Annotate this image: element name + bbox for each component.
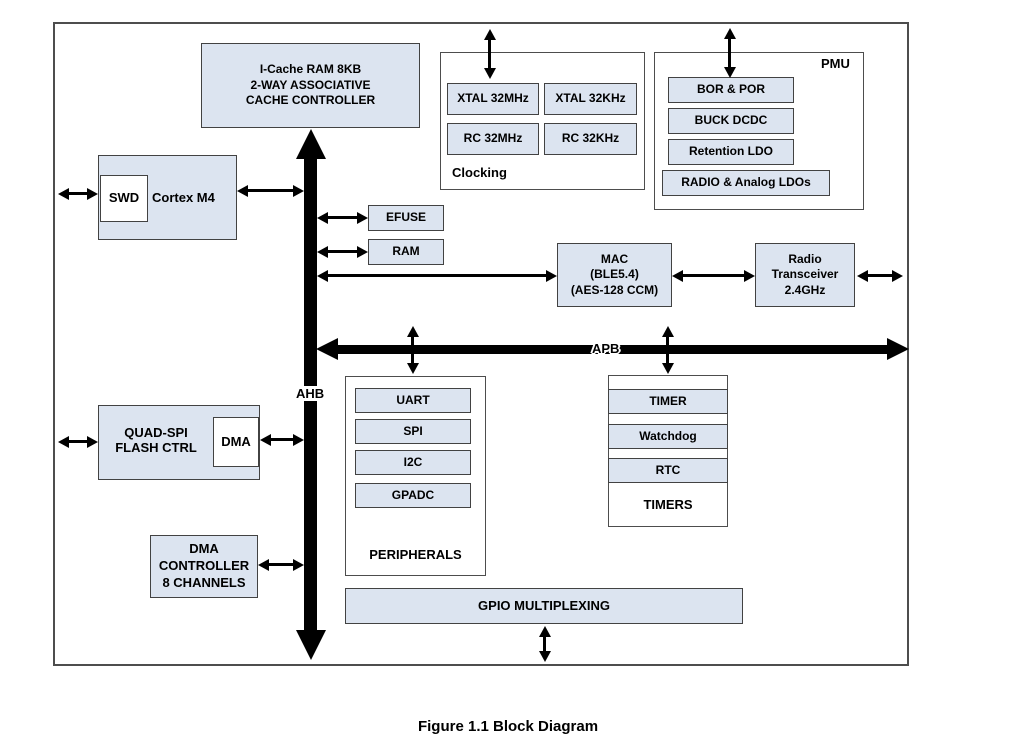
block-xtal-32khz: XTAL 32KHz xyxy=(544,83,637,115)
block-rc-32khz: RC 32KHz xyxy=(544,123,637,155)
clocking-top-arrow xyxy=(483,29,496,79)
figure-caption: Figure 1.1 Block Diagram xyxy=(417,718,599,735)
block-radio-transceiver: Radio Transceiver 2.4GHz xyxy=(755,243,855,307)
block-icache-controller: I-Cache RAM 8KB 2-WAY ASSOCIATIVE CACHE … xyxy=(201,43,420,128)
block-radio-analog-ldos: RADIO & Analog LDOs xyxy=(662,170,830,196)
apb-timers-arrow xyxy=(661,326,674,374)
cortex-m4-label: Cortex M4 xyxy=(152,190,215,205)
block-spi: SPI xyxy=(355,419,471,444)
clocking-group-label: Clocking xyxy=(452,165,507,180)
apb-bus-arrowhead-left xyxy=(316,338,338,360)
block-i2c: I2C xyxy=(355,450,471,475)
block-flash-dma: DMA xyxy=(213,417,259,467)
ahb-ram-arrow xyxy=(317,245,368,258)
block-uart: UART xyxy=(355,388,471,413)
cortex-ahb-arrow xyxy=(237,184,304,197)
flash-ahb-arrow xyxy=(260,433,304,446)
pmu-top-arrow xyxy=(723,28,736,78)
block-rc-32mhz: RC 32MHz xyxy=(447,123,539,155)
block-xtal-32mhz: XTAL 32MHz xyxy=(447,83,539,115)
block-efuse: EFUSE xyxy=(368,205,444,231)
mac-transceiver-arrow xyxy=(672,269,755,282)
block-rtc: RTC xyxy=(608,458,728,483)
swd-external-arrow xyxy=(58,187,98,200)
block-retention-ldo: Retention LDO xyxy=(668,139,794,165)
quad-spi-label: QUAD-SPI FLASH CTRL xyxy=(115,425,197,455)
ahb-bus-label: AHB xyxy=(295,386,326,401)
ahb-bus-arrowhead-up xyxy=(296,129,326,159)
ahb-mac-arrow xyxy=(317,269,557,282)
peripherals-group-label: PERIPHERALS xyxy=(369,547,462,562)
block-bor-por: BOR & POR xyxy=(668,77,794,103)
flash-external-arrow xyxy=(58,435,98,448)
block-watchdog: Watchdog xyxy=(608,424,728,449)
apb-bus-label: APB xyxy=(592,341,620,356)
pmu-group-label: PMU xyxy=(821,56,850,71)
ahb-efuse-arrow xyxy=(317,211,368,224)
timers-group-label: TIMERS xyxy=(643,497,693,512)
block-dma-controller: DMA CONTROLLER 8 CHANNELS xyxy=(150,535,258,598)
apb-peripherals-arrow xyxy=(406,326,419,374)
block-gpadc: GPADC xyxy=(355,483,471,508)
apb-bus xyxy=(336,345,889,354)
block-timer: TIMER xyxy=(608,389,728,414)
block-ram: RAM xyxy=(368,239,444,265)
transceiver-antenna-arrow xyxy=(857,269,903,282)
block-swd: SWD xyxy=(100,175,148,222)
ahb-bus-arrowhead-down xyxy=(296,630,326,660)
apb-bus-arrowhead-right xyxy=(887,338,909,360)
block-ble-mac: MAC (BLE5.4) (AES-128 CCM) xyxy=(557,243,672,307)
block-gpio-multiplexing: GPIO MULTIPLEXING xyxy=(345,588,743,624)
group-clocking xyxy=(440,52,645,190)
dma-ahb-arrow xyxy=(258,558,304,571)
block-buck-dcdc: BUCK DCDC xyxy=(668,108,794,134)
gpio-pads-arrow xyxy=(538,626,551,662)
